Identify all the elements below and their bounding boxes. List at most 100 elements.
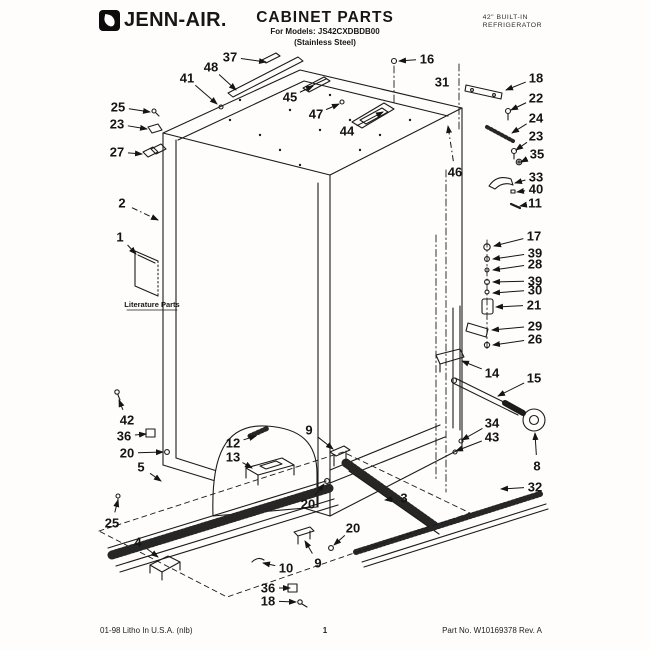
callout-32-35: 32 [528, 480, 542, 495]
callout-leader-27-5 [127, 150, 143, 157]
page-number: 1 [322, 626, 328, 635]
callout-46-13: 46 [448, 165, 462, 180]
lower-grilles [341, 458, 549, 568]
callout-leader-44-10 [356, 111, 384, 127]
callout-leader-20-41 [333, 534, 346, 546]
callout-5-49: 5 [137, 460, 144, 475]
callout-29-28: 29 [528, 319, 542, 334]
callout-leader-33-19 [514, 178, 526, 184]
callout-11-21: 11 [528, 196, 542, 211]
litho-note: 01-98 Litho In U.S.A. (nlb) [100, 626, 193, 635]
product-line1: 42" BUILT-IN [482, 14, 528, 21]
callout-26-29: 26 [528, 332, 542, 347]
callout-leader-24-16 [511, 123, 527, 134]
callout-36-47: 36 [117, 429, 131, 444]
part-number-note: Part No. W10169378 Rev. A [442, 626, 542, 635]
callout-25-50: 25 [105, 516, 119, 531]
callout-leader-30-26 [492, 289, 525, 296]
callout-leader-35-18 [520, 156, 529, 163]
callout-leader-18-45 [278, 598, 297, 605]
callout-leader-2-6 [131, 207, 159, 221]
callout-leader-22-15 [510, 102, 527, 111]
callout-leader-15-31 [497, 382, 525, 397]
callout-leader-23-4 [127, 124, 148, 131]
compressor-cover [212, 425, 318, 517]
callout-leader-18-14 [505, 81, 526, 91]
water-tube-and-roller [450, 377, 546, 432]
callout-leader-39-25 [492, 278, 525, 285]
callout-42-46: 42 [120, 413, 134, 428]
callout-39-23: 39 [528, 246, 542, 261]
callout-48-1: 48 [204, 60, 218, 75]
cabinet-outline [162, 63, 463, 517]
brand-name: JENN-AIR. [124, 9, 227, 31]
callout-18-45: 18 [261, 594, 275, 609]
callout-leader-26-29 [492, 340, 525, 347]
callout-21-27: 21 [527, 298, 541, 313]
bottom-small-parts [114, 108, 351, 608]
callout-leader-16-11 [398, 57, 417, 64]
callout-leader-32-35 [500, 485, 525, 492]
finish-line: (Stainless Steel) [294, 37, 356, 47]
callout-leader-28-24 [492, 265, 525, 272]
product-type-block: 42" BUILT-IN REFRIGERATOR [483, 14, 542, 31]
callout-leader-20-48 [137, 449, 164, 456]
callout-23-4: 23 [110, 117, 124, 132]
callout-9-38: 9 [305, 423, 312, 438]
callout-14-30: 14 [485, 366, 500, 381]
callout-35-18: 35 [530, 147, 544, 162]
callout-leader-47-9 [325, 103, 340, 111]
callout-leader-8-34 [532, 432, 539, 456]
callout-leader-39-23 [492, 254, 525, 261]
brand-block: JENN-AIR. [99, 9, 227, 32]
callout-25-3: 25 [111, 100, 125, 115]
callout-45-8: 45 [283, 90, 297, 105]
jenn-air-flame-icon [99, 10, 120, 31]
callout-leader-36-47 [134, 431, 147, 438]
callout-16-11: 16 [420, 52, 434, 67]
leveling-stud-assembly [435, 239, 494, 455]
literature-parts-label: Literature Parts [124, 300, 179, 309]
callout-leader-14-30 [461, 360, 482, 370]
callout-leader-23-17 [515, 141, 528, 151]
callout-leader-37-0 [240, 58, 267, 65]
callout-43-33: 43 [485, 430, 499, 445]
callout-leader-41-2 [194, 84, 218, 105]
callout-leader-5-49 [149, 472, 162, 482]
literature-pack [126, 250, 178, 311]
callout-22-15: 22 [529, 91, 543, 106]
callout-leader-20-39 [314, 483, 325, 496]
title-block: CABINET PARTS For Models: JS42CXDBDB00 (… [0, 10, 650, 47]
callout-leader-4-51 [146, 548, 159, 558]
callout-37-0: 37 [223, 50, 237, 65]
callout-33-19: 33 [529, 170, 543, 185]
callout-31-12: 31 [435, 75, 449, 90]
callout-leader-46-13 [446, 125, 454, 162]
callout-20-48: 20 [120, 446, 134, 461]
callout-leader-12-36 [243, 435, 257, 441]
callout-leader-11-21 [519, 201, 528, 208]
callout-10-43: 10 [279, 561, 293, 576]
callout-leader-43-33 [455, 440, 482, 452]
callout-17-22: 17 [527, 229, 541, 244]
callout-leader-34-32 [461, 427, 483, 441]
callout-leader-40-20 [516, 187, 526, 194]
callout-leader-9-42 [304, 540, 313, 554]
callout-3-40: 3 [400, 491, 407, 506]
callout-2-6: 2 [118, 196, 125, 211]
callout-44-10: 44 [340, 124, 355, 139]
callout-leader-17-22 [493, 238, 524, 248]
callout-47-9: 47 [309, 107, 323, 122]
callout-1-7: 1 [116, 230, 123, 245]
product-line2: REFRIGERATOR [482, 22, 542, 30]
panel-holes [228, 93, 412, 167]
callout-4-51: 4 [134, 535, 142, 550]
callout-leader-45-8 [299, 85, 314, 93]
callout-20-41: 20 [346, 521, 360, 536]
page-title: CABINET PARTS [256, 9, 394, 26]
callout-leader-21-27 [495, 303, 524, 310]
callout-leader-25-50 [113, 499, 120, 513]
callout-24-16: 24 [529, 111, 544, 126]
callout-leader-25-3 [128, 107, 151, 114]
